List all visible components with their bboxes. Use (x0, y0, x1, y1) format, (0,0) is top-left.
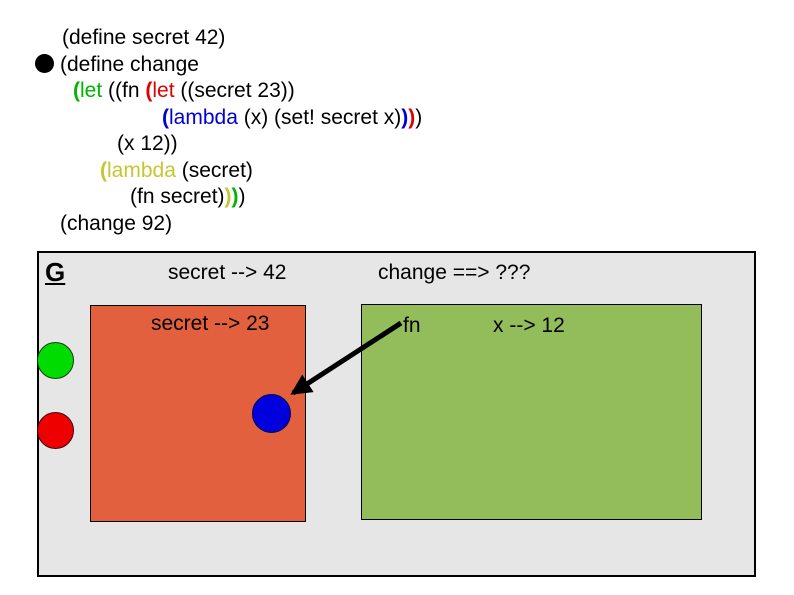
code-token: ) (415, 105, 423, 129)
code-line: (fn secret)))) (14, 184, 422, 211)
global-change-binding: change ==> ??? (378, 261, 531, 284)
code-token: (secret) (175, 158, 253, 182)
code-token: let (152, 79, 175, 102)
red-dot (37, 412, 74, 449)
fn-label: fn (403, 314, 421, 337)
code-line: (lambda (x) (set! secret x)))) (14, 105, 422, 132)
global-env-box: G secret --> 42 change ==> ??? secret --… (37, 251, 756, 577)
code-token: (define change (60, 52, 199, 76)
code-token: ) (224, 185, 232, 208)
code-token: lambda (169, 105, 238, 129)
code-token: ((fn (102, 79, 146, 102)
code-token: (fn secret) (130, 185, 225, 208)
code-token: (change 92) (60, 211, 173, 235)
code-line: (define change (14, 52, 422, 79)
code-line: (change 92) (14, 211, 422, 238)
global-env-label: G (45, 257, 66, 287)
code-token: (define secret 42) (62, 26, 226, 49)
code-token: ( (162, 105, 169, 129)
code-token: lambda (107, 158, 176, 182)
code-token: (x 12)) (117, 132, 178, 155)
code-line: (lambda (secret) (14, 158, 422, 185)
code-token: ) (231, 185, 239, 208)
code-token: ( (100, 158, 107, 182)
code-token: (x) (set! secret x) (237, 105, 402, 129)
code-token: ) (238, 185, 246, 208)
code-token: ( (145, 79, 153, 102)
outer-let-frame: fn x --> 12 (361, 304, 702, 520)
code-token: let (80, 79, 103, 102)
code-line: (x 12)) (14, 131, 422, 158)
code-line: (let ((fn (let ((secret 23)) (14, 78, 422, 105)
blue-dot (252, 394, 291, 433)
code-line: (define secret 42) (14, 25, 422, 52)
global-secret-binding: secret --> 42 (168, 261, 287, 284)
scheme-code: (define secret 42)(define change(let ((f… (14, 25, 422, 237)
code-token: ) (401, 105, 409, 129)
code-token: ) (408, 105, 416, 129)
inner-secret-binding: secret --> 23 (151, 312, 270, 335)
code-token: ((secret 23)) (174, 79, 295, 102)
green-dot (37, 342, 74, 379)
code-token: ( (73, 79, 80, 102)
x-binding: x --> 12 (493, 314, 565, 337)
bullet-icon (35, 53, 54, 73)
